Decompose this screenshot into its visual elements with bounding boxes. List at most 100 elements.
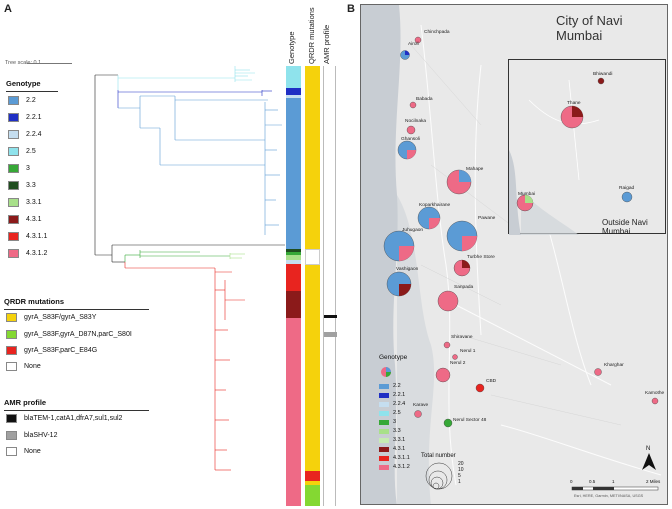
amr-legend-item: None	[6, 447, 41, 456]
scale-tick: 1	[612, 479, 615, 484]
marker-nerul-sector-48	[443, 418, 453, 428]
marker-sanpada	[437, 290, 459, 312]
genotype-legend-item: 2.2.1	[8, 113, 42, 122]
place-label: Airoli	[408, 42, 419, 47]
place-label: Pawane	[478, 216, 496, 221]
genotype-legend-title: Genotype	[6, 79, 41, 88]
map-title: City of Navi Mumbai	[556, 13, 623, 43]
map-legend-title: Genotype	[379, 354, 408, 361]
map-frame: City of Navi Mumbai Outside Navi Mumbai	[360, 4, 668, 505]
panel-b-label: B	[347, 3, 355, 15]
marker-turbhe-slice	[462, 260, 470, 268]
map-legend-item: 3.3.1	[379, 437, 405, 443]
marker-juhugaon-slice	[399, 246, 414, 261]
place-label: Shiravane	[451, 335, 473, 340]
genotype-block-3-3	[286, 249, 301, 252]
qrdr-block-red	[305, 471, 320, 481]
marker-chinchpada	[414, 36, 422, 44]
marker-karave	[414, 410, 422, 418]
qrdr-block-yellow-2	[305, 265, 320, 471]
place-label: Turbhe Store	[467, 255, 495, 260]
amr-block-black	[324, 315, 337, 318]
qrdr-legend-item: gyrA_S83F/gyrA_S83Y	[6, 313, 96, 322]
qrdr-legend-item: gyrA_S83F,gyrA_D87N,parC_S80I	[6, 330, 132, 339]
place-label: Chinchpada	[424, 30, 450, 35]
place-label: Babada	[416, 97, 433, 102]
north-label: N	[646, 446, 651, 452]
genotype-block-4-3-1-1	[286, 264, 301, 291]
amr-column	[323, 66, 337, 506]
marker-nerul-1	[452, 354, 458, 360]
genotype-block-4-3-1-2	[286, 318, 301, 506]
genotype-block-3-3-1	[286, 255, 301, 260]
place-label: Karave	[413, 403, 429, 408]
place-label: Bhiwandi	[593, 72, 613, 77]
marker-kamothe	[651, 397, 659, 405]
place-label: Raigad	[619, 186, 635, 191]
marker-mahape-slice	[459, 170, 471, 182]
genotype-block-2-2-1	[286, 88, 301, 95]
genotype-column	[286, 66, 301, 506]
marker-cbd	[475, 383, 485, 393]
map-legend-item: 2.2	[379, 383, 401, 389]
place-label: Vashigaon	[396, 267, 419, 272]
marker-thane-slice	[572, 106, 583, 117]
place-label: Koparkhairane	[419, 203, 451, 208]
marker-shiravane	[443, 341, 451, 349]
place-label: Nerul Sector 48	[453, 418, 487, 423]
marker-pawane-slice	[462, 236, 477, 251]
qrdr-legend-item: gyrA_S83F,parC_E84G	[6, 346, 97, 355]
map-legend-item: 2.2.1	[379, 392, 405, 398]
map-legend-item: 3.3	[379, 428, 401, 434]
genotype-legend-item: 2.2	[8, 96, 36, 105]
qrdr-legend-divider	[4, 309, 149, 310]
marker-vashigaon-slice	[399, 284, 411, 296]
map-legend-item: 2.2.4	[379, 401, 405, 407]
qrdr-legend-item: None	[6, 362, 41, 371]
marker-airoli-slice	[405, 50, 410, 55]
map-basemap	[361, 5, 662, 504]
inset-label: Outside Navi Mumbai	[602, 218, 648, 236]
genotype-legend-item: 3	[8, 164, 30, 173]
map-attribution: Esri, HERE, Garmin, METI/NASA, USGS	[574, 494, 644, 498]
panel-a-label: A	[4, 3, 12, 15]
place-label: Nocilnaka	[405, 119, 427, 124]
inset-map: Outside Navi Mumbai	[508, 59, 666, 236]
place-label: Nerul 2	[450, 361, 466, 366]
marker-raigad	[621, 191, 633, 203]
qrdr-block-yellow-1	[305, 66, 320, 249]
qrdr-block-yellow-3	[305, 481, 320, 485]
marker-mumbai-slice	[525, 195, 533, 203]
legend-pie-icon	[381, 367, 391, 377]
qrdr-block-green	[305, 485, 320, 506]
genotype-legend-item: 3.3.1	[8, 198, 42, 207]
tree-scale-bar	[27, 63, 72, 64]
place-label: Ghansoli	[401, 137, 420, 142]
size-legend-title: Total number	[421, 453, 456, 459]
genotype-block-2-2-4b	[286, 260, 301, 264]
qrdr-block-none	[305, 249, 320, 265]
marker-nocilnaka	[406, 125, 416, 135]
genotype-legend-item: 2.2.4	[8, 130, 42, 139]
genotype-block-3	[286, 252, 301, 255]
tree-scale-label: Tree scale: 0.1	[5, 60, 42, 66]
column-label-genotype: Genotype	[287, 31, 296, 64]
scale-tick: 2 Miles	[646, 479, 661, 484]
marker-babada	[409, 101, 417, 109]
qrdr-column	[305, 66, 320, 506]
column-label-amr: AMR profile	[322, 24, 331, 64]
place-label: Thane	[567, 101, 581, 106]
genotype-legend-item: 4.3.1.2	[8, 249, 47, 258]
pie-markers	[383, 36, 659, 428]
marker-kharghar	[594, 368, 602, 376]
amr-legend-title: AMR profile	[4, 398, 47, 407]
place-label: CBD	[486, 379, 497, 384]
map-legend-item: 2.5	[379, 410, 401, 416]
size-legend-circles	[425, 462, 453, 490]
amr-block-grey	[324, 332, 337, 337]
place-label: Mumbai	[518, 192, 536, 197]
marker-nerul-2	[435, 367, 451, 383]
scale-bar	[571, 486, 659, 491]
map-legend-item: 4.3.1.1	[379, 455, 410, 461]
